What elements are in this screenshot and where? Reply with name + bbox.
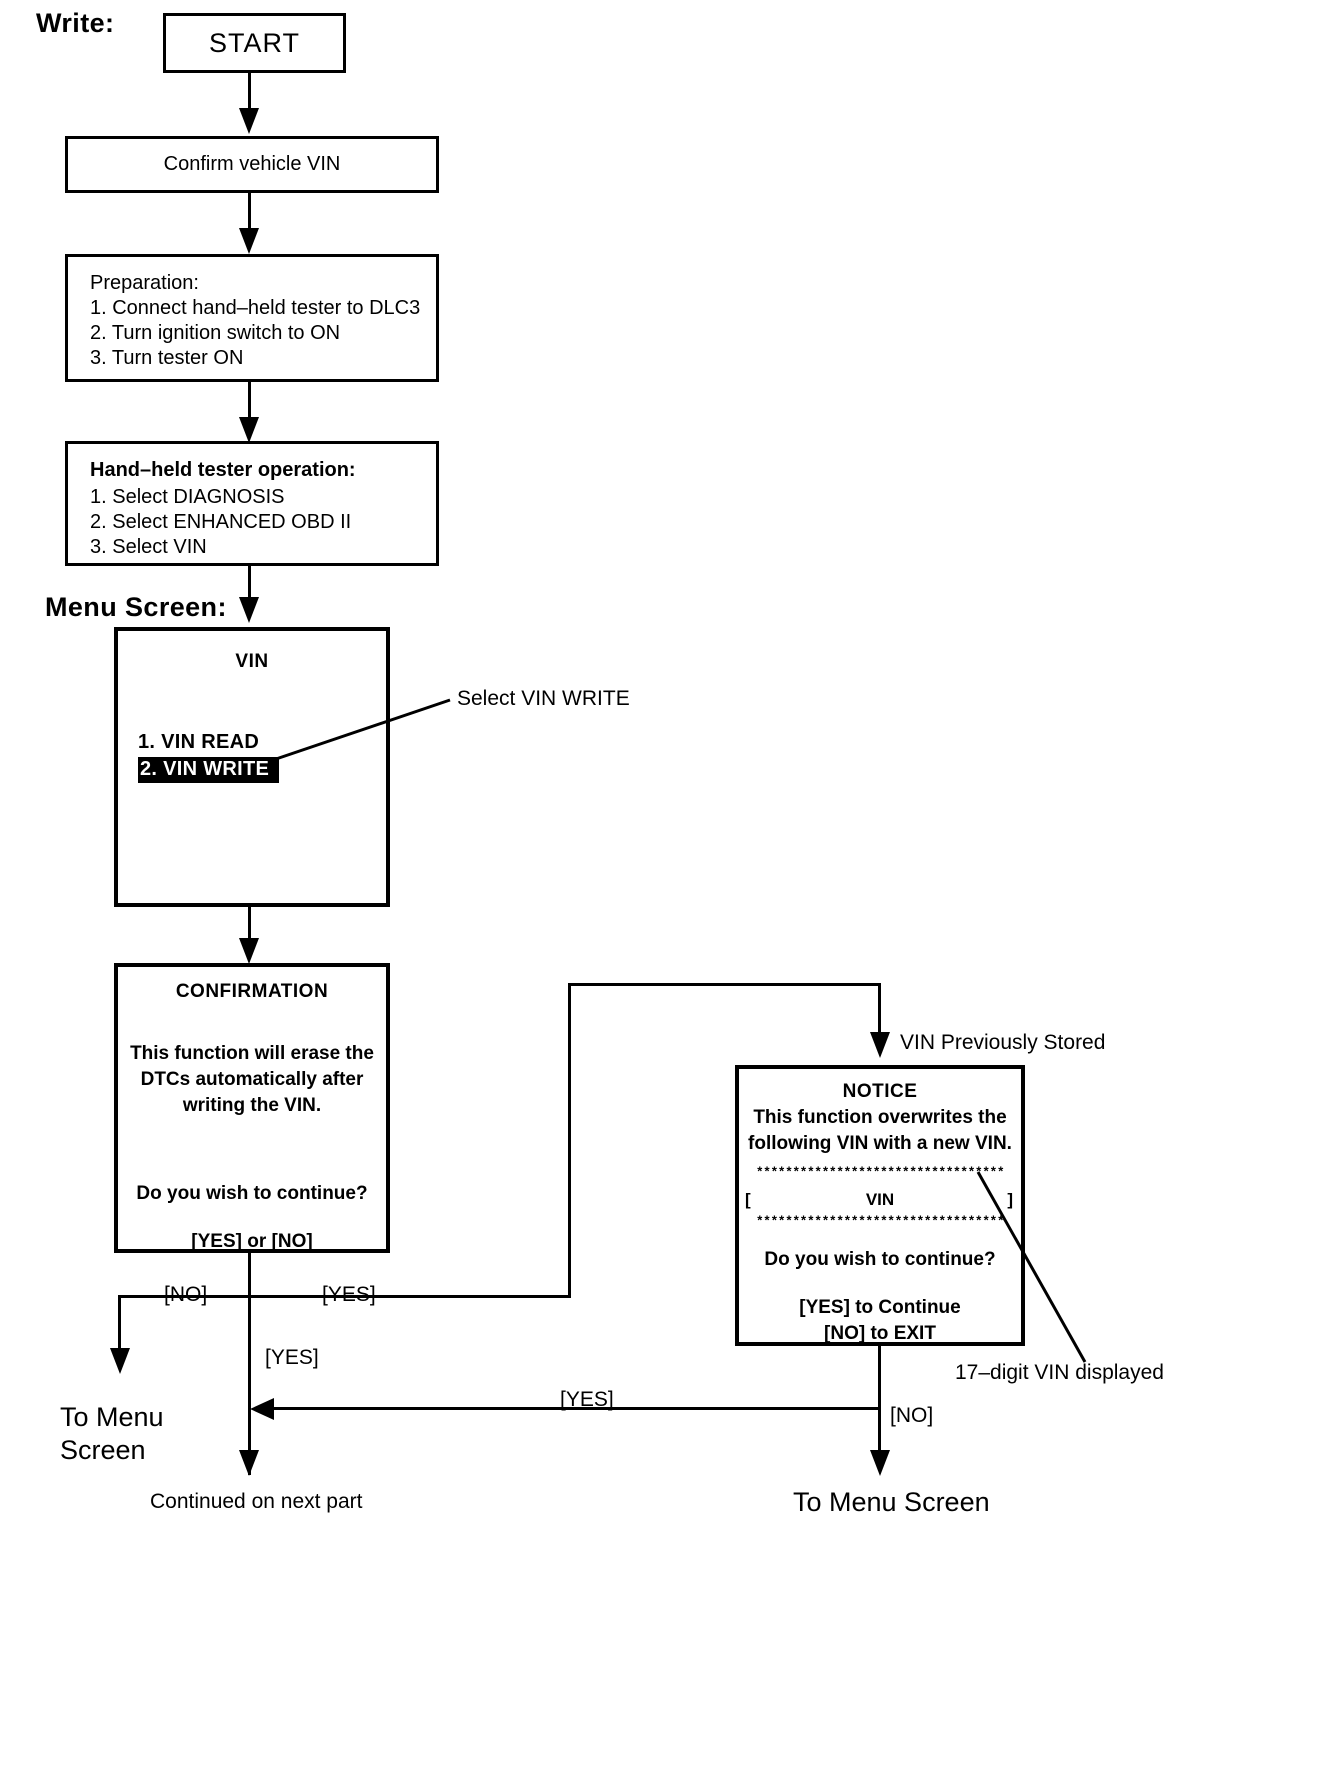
arrowhead-return-to-menu [250, 1398, 274, 1420]
vin-value: VIN [865, 1190, 895, 1209]
screen-confirmation-body-3: writing the VIN. [182, 1095, 322, 1116]
connector-yes-riser [568, 983, 571, 1298]
connector-notice-exit [878, 1346, 881, 1409]
edge-label-yes-return: [YES] [560, 1388, 614, 1411]
arrowhead-start-to-confirm [239, 108, 259, 134]
connector-yes-down [248, 1295, 251, 1475]
arrowhead-continued [239, 1450, 259, 1476]
node-tester-operation-step-3: 3. Select VIN [90, 536, 207, 558]
arrowhead-tester-to-vinmenu [239, 597, 259, 623]
screen-notice-body-1: This function overwrites the [753, 1107, 1007, 1128]
terminal-to-menu-screen-left: To Menu Screen [60, 1402, 164, 1465]
node-tester-operation: Hand–held tester operation: 1. Select DI… [65, 441, 439, 566]
node-preparation: Preparation: 1. Connect hand–held tester… [65, 254, 439, 382]
callout-select-vin-write: Select VIN WRITE [457, 687, 630, 710]
node-tester-operation-step-1: 1. Select DIAGNOSIS [90, 486, 285, 508]
node-preparation-step-3: 3. Turn tester ON [90, 347, 244, 369]
node-tester-operation-heading: Hand–held tester operation: [90, 459, 356, 481]
connector-yes-to-notice-horizontal [248, 1295, 571, 1298]
node-preparation-step-2: 2. Turn ignition switch to ON [90, 322, 341, 344]
node-start-label: START [208, 27, 300, 58]
node-tester-operation-step-2: 2. Select ENHANCED OBD II [90, 511, 352, 533]
edge-label-yes-right: [YES] [322, 1283, 376, 1306]
menu-item-vin-write[interactable]: 2. VIN WRITE [138, 757, 280, 783]
arrowhead-no-to-menu [110, 1348, 130, 1374]
connector-no-exit-down [878, 1407, 881, 1470]
arrowhead-prep-to-tester [239, 417, 259, 443]
connector-notice-yes-return [272, 1407, 881, 1410]
connector-into-notice [878, 983, 881, 1038]
edge-label-no-exit: [NO] [890, 1404, 934, 1427]
screen-notice-option-no: [NO] to EXIT [824, 1323, 936, 1344]
screen-notice-separator-top: ********************************** [755, 1165, 1005, 1180]
screen-confirmation-body-2: DTCs automatically after [140, 1069, 364, 1090]
screen-notice-option-yes: [YES] to Continue [799, 1297, 961, 1318]
vin-left-bracket: [ [745, 1190, 751, 1209]
connector-no-riser [118, 1295, 121, 1353]
connector-confirm-to-prep [248, 193, 251, 235]
screen-confirmation: CONFIRMATION This function will erase th… [114, 963, 390, 1253]
arrowhead-confirm-to-prep [239, 228, 259, 254]
terminal-continued-on-next-part: Continued on next part [150, 1490, 363, 1513]
screen-notice-vin-row: [ VIN ] [739, 1190, 1021, 1212]
menu-screen-label: Menu Screen: [45, 592, 227, 622]
node-confirm-vin-label: Confirm vehicle VIN [163, 153, 341, 175]
screen-notice-title: NOTICE [842, 1081, 918, 1102]
connector-vinmenu-to-confirmation [248, 907, 251, 949]
screen-confirmation-title: CONFIRMATION [175, 981, 329, 1002]
callout-vin-previously-stored: VIN Previously Stored [900, 1031, 1106, 1054]
node-preparation-step-1: 1. Connect hand–held tester to DLC3 [90, 297, 421, 319]
edge-label-no-left: [NO] [164, 1283, 207, 1307]
callout-vin-digits: 17–digit VIN displayed [955, 1361, 1164, 1384]
terminal-to-menu-screen-right: To Menu Screen [793, 1487, 990, 1517]
connector-tester-to-vinmenu [248, 566, 251, 608]
screen-notice-body-2: following VIN with a new VIN. [748, 1133, 1012, 1154]
page-title: Write: [36, 8, 115, 38]
node-confirm-vin: Confirm vehicle VIN [65, 136, 439, 193]
connector-start-to-confirm [248, 73, 251, 113]
screen-vin-menu-title: VIN [235, 651, 269, 672]
arrowhead-no-to-menu-right [870, 1450, 890, 1476]
connector-yes-top-horizontal [568, 983, 881, 986]
connector-prep-to-tester [248, 382, 251, 424]
screen-vin-menu: VIN 1. VIN READ 2. VIN WRITE [114, 627, 390, 907]
node-start: START [163, 13, 346, 73]
screen-confirmation-body-1: This function will erase the [130, 1043, 374, 1064]
screen-confirmation-question: Do you wish to continue? [136, 1183, 368, 1204]
node-preparation-heading: Preparation: [90, 272, 199, 294]
screen-notice-question: Do you wish to continue? [764, 1249, 996, 1270]
connector-no-horizontal [118, 1295, 251, 1298]
screen-confirmation-options: [YES] or [NO] [191, 1231, 313, 1252]
screen-notice: NOTICE This function overwrites the foll… [735, 1065, 1025, 1346]
menu-item-vin-read[interactable]: 1. VIN READ [138, 731, 260, 753]
screen-notice-separator-bottom: ********************************** [755, 1214, 1005, 1229]
edge-label-yes-down: [YES] [265, 1346, 319, 1369]
arrowhead-vinmenu-to-confirmation [239, 938, 259, 964]
arrowhead-into-notice [870, 1032, 890, 1058]
vin-right-bracket: ] [1007, 1190, 1013, 1209]
